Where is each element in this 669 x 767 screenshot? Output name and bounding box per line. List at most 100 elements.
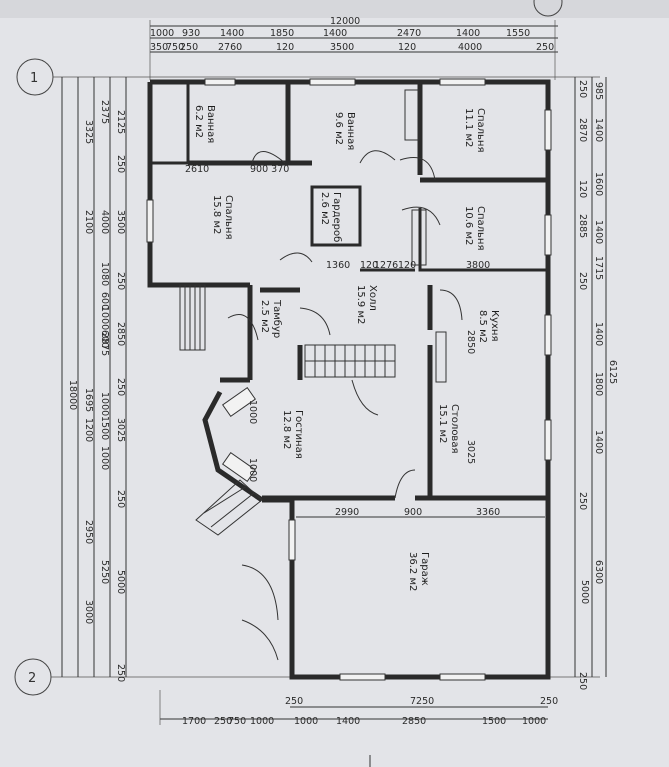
- room-dining: Столовая 15.1 м2: [437, 404, 460, 453]
- dim-top-7: 1400: [456, 28, 480, 39]
- room-garage-area: 36.2 м2: [407, 552, 418, 591]
- svg-text:1400: 1400: [336, 716, 360, 727]
- room-bath1-area: 6.2 м2: [193, 105, 204, 138]
- dim-top-r2-1: 350: [150, 42, 168, 53]
- svg-text:2125: 2125: [115, 110, 126, 134]
- room-bath2: Ванная 9.6 м2: [333, 112, 356, 150]
- svg-text:250: 250: [115, 272, 126, 290]
- svg-text:2850: 2850: [115, 322, 126, 346]
- svg-text:2: 2: [28, 671, 36, 686]
- dim-top-r2-9: 250: [536, 42, 554, 53]
- svg-text:1360: 1360: [326, 260, 350, 271]
- room-hall-area: 15.9 м2: [355, 285, 366, 324]
- dim-bottom-total: 7250: [410, 696, 434, 707]
- svg-text:1276: 1276: [374, 260, 398, 271]
- svg-text:1400: 1400: [593, 430, 604, 454]
- svg-text:1715: 1715: [593, 256, 604, 280]
- room-vestibule: Тамбур 2.5 м2: [259, 299, 282, 338]
- room-kitchen-name: Кухня: [489, 310, 500, 342]
- svg-text:18000: 18000: [67, 380, 78, 410]
- dim-top-5: 1400: [323, 28, 347, 39]
- svg-text:250: 250: [115, 378, 126, 396]
- svg-text:1600: 1600: [593, 172, 604, 196]
- room-wardrobe-name: Гардероб: [331, 192, 342, 242]
- svg-text:250: 250: [115, 490, 126, 508]
- room-wardrobe-area: 2.6 м2: [319, 192, 330, 225]
- svg-text:900: 900: [404, 507, 422, 518]
- room-bedroom2: Спальня 10.6 м2: [463, 206, 486, 251]
- svg-text:1700: 1700: [182, 716, 206, 727]
- right-dimensions: 985 1400 1600 1400 1715 1400 1800 1400 6…: [574, 77, 618, 690]
- room-living-name: Гостиная: [293, 410, 304, 459]
- svg-text:250: 250: [577, 492, 588, 510]
- dim-top-8: 1550: [506, 28, 530, 39]
- room-bedroom2-name: Спальня: [475, 206, 486, 251]
- dim-top-r2-2: 750: [166, 42, 184, 53]
- svg-text:750: 750: [228, 716, 246, 727]
- svg-text:5000: 5000: [579, 580, 590, 604]
- stairs: [304, 344, 396, 378]
- dim-top-r2-5: 120: [276, 42, 294, 53]
- dim-top-4: 1850: [270, 28, 294, 39]
- svg-text:2850: 2850: [465, 330, 476, 354]
- room-hall: Холл 15.9 м2: [355, 285, 378, 324]
- svg-text:2610: 2610: [185, 164, 209, 175]
- inner-dimensions: 2610 900 370 1360 1276 120 120 3800 2850…: [185, 164, 545, 518]
- room-garage-name: Гараж: [419, 552, 430, 586]
- room-bedroom3-area: 15.8 м2: [211, 195, 222, 234]
- svg-text:1000: 1000: [247, 458, 258, 482]
- svg-text:1200: 1200: [83, 418, 94, 442]
- svg-text:1000: 1000: [247, 400, 258, 424]
- room-bedroom1-name: Спальня: [475, 108, 486, 153]
- room-living: Гостиная 12.8 м2: [281, 410, 304, 459]
- room-bath2-area: 9.6 м2: [333, 112, 344, 145]
- svg-text:250: 250: [115, 155, 126, 173]
- svg-text:250: 250: [214, 716, 232, 727]
- svg-text:2870: 2870: [577, 118, 588, 142]
- svg-text:1400: 1400: [593, 220, 604, 244]
- room-bedroom3: Спальня 15.8 м2: [211, 195, 234, 240]
- room-kitchen-area: 8.5 м2: [477, 310, 488, 343]
- svg-text:4000: 4000: [99, 210, 110, 234]
- svg-text:3025: 3025: [115, 418, 126, 442]
- svg-text:250: 250: [577, 80, 588, 98]
- svg-text:2375: 2375: [99, 100, 110, 124]
- room-bath1-name: Ванная: [205, 105, 216, 143]
- svg-text:3325: 3325: [83, 120, 94, 144]
- svg-text:1000: 1000: [522, 716, 546, 727]
- room-dining-name: Столовая: [449, 404, 460, 453]
- room-bedroom1-area: 11.1 м2: [463, 108, 474, 147]
- room-bedroom2-area: 10.6 м2: [463, 206, 474, 245]
- svg-text:6300: 6300: [593, 560, 604, 584]
- svg-text:1800: 1800: [593, 372, 604, 396]
- room-vestibule-area: 2.5 м2: [259, 300, 270, 333]
- svg-text:3800: 3800: [466, 260, 490, 271]
- dim-top-2: 930: [182, 28, 200, 39]
- svg-text:900 370: 900 370: [250, 164, 289, 175]
- svg-text:3360: 3360: [476, 507, 500, 518]
- svg-text:600: 600: [99, 292, 110, 310]
- svg-text:1000: 1000: [294, 716, 318, 727]
- dim-top-6: 2470: [397, 28, 421, 39]
- svg-text:1080: 1080: [99, 262, 110, 286]
- dim-top-r2-3: 250: [180, 42, 198, 53]
- svg-text:1400: 1400: [593, 322, 604, 346]
- svg-text:1500: 1500: [482, 716, 506, 727]
- top-dimensions: 12000 1000 930 1400 1850 1400 2470 1400 …: [149, 16, 558, 80]
- room-living-area: 12.8 м2: [281, 410, 292, 449]
- svg-text:1000: 1000: [99, 446, 110, 470]
- svg-text:250: 250: [115, 664, 126, 682]
- dim-top-r2-8: 4000: [458, 42, 482, 53]
- room-vestibule-name: Тамбур: [271, 299, 282, 338]
- dim-bottom-left: 250: [285, 696, 303, 707]
- svg-text:120: 120: [360, 260, 378, 271]
- svg-text:600: 600: [99, 330, 110, 348]
- svg-text:1000: 1000: [99, 306, 110, 330]
- svg-text:2875: 2875: [99, 332, 110, 356]
- dim-top-r2-7: 120: [398, 42, 416, 53]
- svg-text:3500: 3500: [115, 210, 126, 234]
- svg-text:250: 250: [577, 672, 588, 690]
- paper-shadow: [0, 0, 669, 18]
- svg-text:3025: 3025: [465, 440, 476, 464]
